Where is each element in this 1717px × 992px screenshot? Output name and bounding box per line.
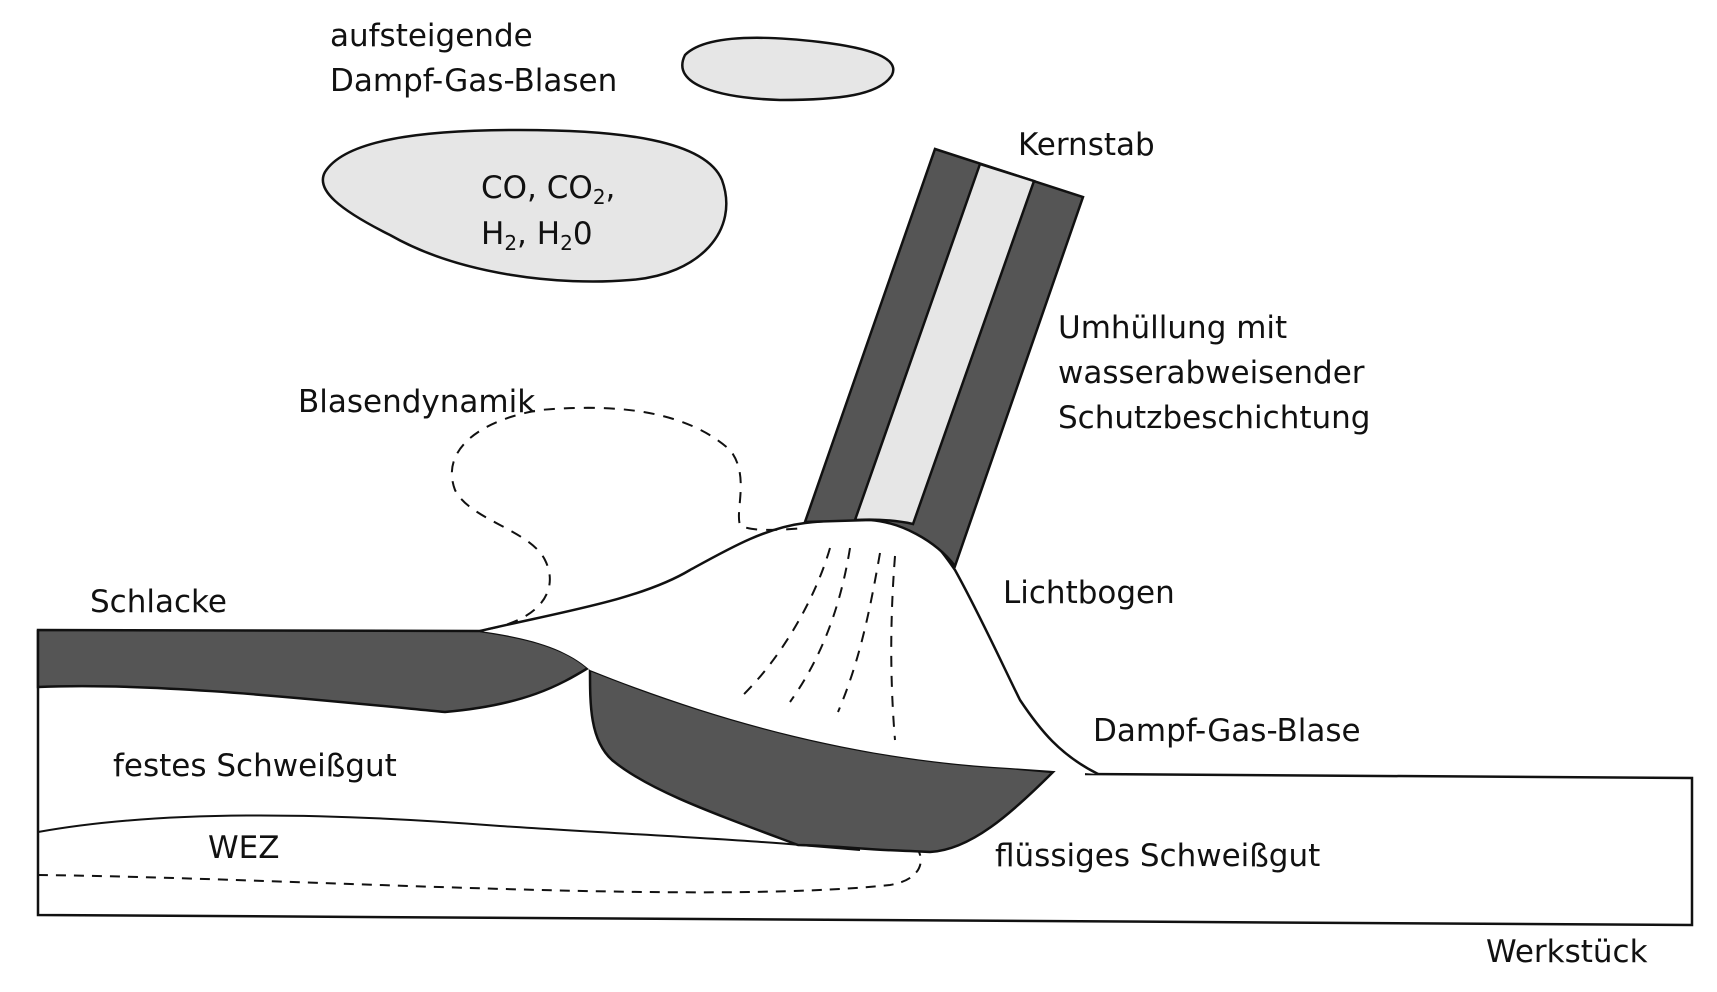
label-festes-schweissgut: festes Schweißgut [113,748,397,784]
small-gas-bubble [681,36,895,102]
arc-line-1 [739,547,831,699]
bubble-dynamics-outline [450,406,806,630]
label-werkstueck: Werkstück [1486,934,1648,970]
large-gas-bubble [321,128,728,283]
gas-composition-line1: CO, CO2, [481,170,616,209]
label-umhuellung-1: Umhüllung mit [1058,310,1288,346]
gas-composition-line2: H2, H20 [481,216,593,255]
label-schlacke: Schlacke [90,584,227,620]
label-wez: WEZ [208,830,280,866]
label-kernstab: Kernstab [1018,127,1155,163]
label-dampf-gas-blasen: Dampf-Gas-Blasen [330,63,618,99]
core-rod [853,162,1036,526]
label-umhuellung-3: Schutzbeschichtung [1058,400,1371,436]
label-umhuellung-2: wasserabweisender [1058,355,1365,391]
arc-line-4 [890,555,896,741]
arc-line-3 [837,552,881,713]
arc-line-2 [789,547,851,703]
label-lichtbogen: Lichtbogen [1003,575,1175,611]
label-dampf-gas-blase: Dampf-Gas-Blase [1093,713,1361,749]
label-fluessiges-schweissgut: flüssiges Schweißgut [995,838,1321,874]
label-blasendynamik: Blasendynamik [298,384,536,420]
wez-boundary [37,814,861,851]
label-aufsteigende: aufsteigende [330,18,533,54]
arc-bubble-region [480,519,1098,774]
fusion-line-dashed [37,849,922,894]
